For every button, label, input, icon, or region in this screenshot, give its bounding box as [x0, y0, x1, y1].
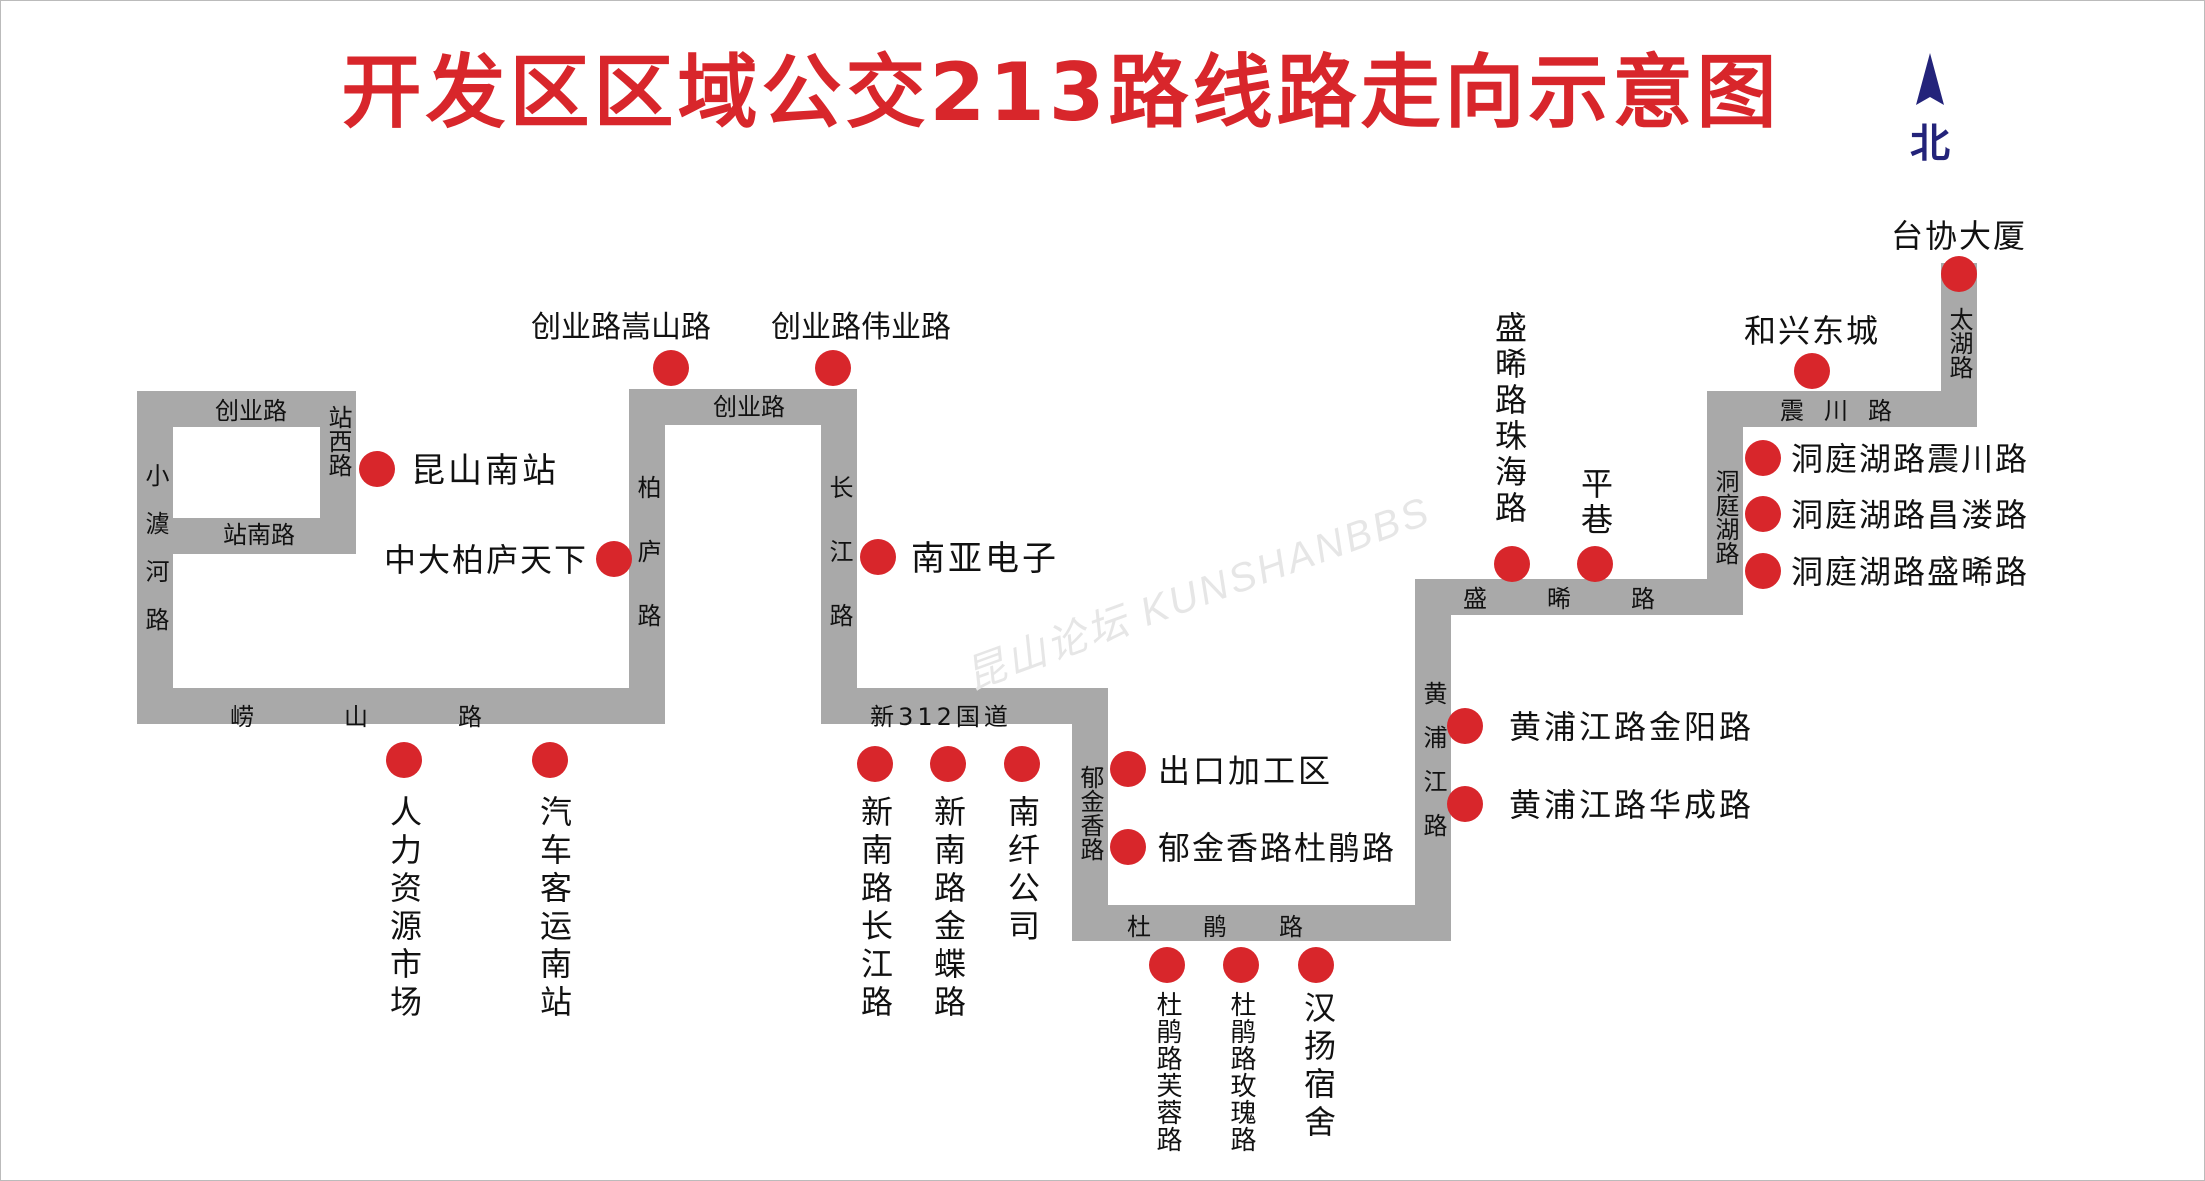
- stop-label-nanxian: 南纤公司: [1003, 795, 1041, 947]
- stop-dot-dongting-shengxi: [1745, 553, 1781, 589]
- stop-dot-hexing: [1794, 353, 1830, 389]
- stop-label-chukou: 出口加工区: [1158, 752, 1333, 790]
- stop-dot-zhongda: [596, 541, 632, 577]
- stop-label-hexing: 和兴东城: [1744, 312, 1880, 350]
- road-label-laoshan: 崂山路: [230, 703, 572, 731]
- stop-dot-shengxi-zhuhai: [1494, 546, 1530, 582]
- stop-label-nanya: 南亚电子: [911, 539, 1059, 579]
- stop-label-qiche: 汽车客运南站: [535, 795, 573, 1023]
- stop-label-dongting-changlou: 洞庭湖路昌溇路: [1791, 496, 2029, 534]
- road-main-route: [137, 263, 1977, 941]
- stop-dot-chukou: [1110, 751, 1146, 787]
- road-network: [137, 263, 1977, 941]
- stop-label-yujinxiang-dujuan: 郁金香路杜鹃路: [1158, 829, 1396, 867]
- stop-dot-dujuan-furong: [1149, 947, 1185, 983]
- stop-label-taixie: 台协大厦: [1891, 217, 2027, 255]
- stop-dot-renli: [386, 742, 422, 778]
- stop-dot-huangpu-jinyang: [1447, 708, 1483, 744]
- stop-dot-qiche: [532, 742, 568, 778]
- stop-label-huangpu-huacheng: 黄浦江路华成路: [1509, 786, 1754, 824]
- road-label-chuangye-east: 创业路: [713, 393, 785, 421]
- stop-label-dujuan-meigui: 杜鹃路玫瑰路: [1226, 991, 1256, 1153]
- stop-label-shengxi-zhuhai: 盛晞路珠海路: [1490, 311, 1528, 527]
- north-label: 北: [1910, 121, 1950, 167]
- stop-dot-dongting-changlou: [1745, 496, 1781, 532]
- road-label-xin312: 新312国道: [870, 703, 1012, 731]
- stop-dot-chuangye-weiye: [815, 350, 851, 386]
- stop-label-dongting-zhenchuan: 洞庭湖路震川路: [1791, 440, 2029, 478]
- stop-dot-pingxiang: [1577, 546, 1613, 582]
- stop-label-xinnan-jindie: 新南路金蝶路: [929, 795, 967, 1023]
- stop-label-huangpu-jinyang: 黄浦江路金阳路: [1509, 708, 1754, 746]
- stop-dot-hanyang: [1298, 947, 1334, 983]
- road-label-zhanxi: 站西路: [324, 405, 352, 477]
- road-label-taihu: 太湖路: [1945, 307, 1973, 379]
- stop-dot-taixie: [1941, 256, 1977, 292]
- road-label-shengxi: 盛晞路: [1463, 585, 1715, 613]
- stop-labels: 昆山南站 中大柏庐天下 创业路嵩山路 创业路伟业路 南亚电子 出口加工区 郁金香…: [384, 217, 2029, 1153]
- stop-dot-nanya: [860, 539, 896, 575]
- road-label-changjiang: 长江路: [825, 475, 853, 667]
- stop-label-chuangye-weiye: 创业路伟业路: [771, 310, 951, 345]
- stop-label-xinnan-changjiang: 新南路长江路: [856, 795, 894, 1023]
- stop-label-renli: 人力资源市场: [385, 795, 423, 1023]
- stop-label-zhongda: 中大柏庐天下: [384, 541, 588, 579]
- stop-label-kunshan-south: 昆山南站: [411, 451, 559, 491]
- stop-dot-xinnan-jindie: [930, 746, 966, 782]
- road-label-chuangye-west: 创业路: [215, 397, 287, 425]
- stop-dot-yujinxiang-dujuan: [1110, 829, 1146, 865]
- road-label-zhannan: 站南路: [223, 521, 295, 549]
- road-main-line: [137, 391, 356, 724]
- stop-dot-dujuan-meigui: [1223, 947, 1259, 983]
- road-labels: 创业路 站西路 站南路 小澞河路 崂山路 柏庐路 创业路 长江路 新312国道 …: [141, 307, 1973, 941]
- stop-dot-nanxian: [1004, 746, 1040, 782]
- stop-label-pingxiang: 平巷: [1576, 467, 1614, 539]
- stop-dot-dongting-zhenchuan: [1745, 440, 1781, 476]
- road-label-zhenchuan: 震川路: [1780, 397, 1912, 425]
- stop-dot-huangpu-huacheng: [1447, 786, 1483, 822]
- stop-markers: [359, 256, 1977, 983]
- stop-label-dujuan-furong: 杜鹃路芙蓉路: [1152, 991, 1182, 1153]
- road-label-bailu: 柏庐路: [633, 475, 661, 667]
- stop-label-hanyang: 汉扬宿舍: [1299, 991, 1337, 1143]
- road-label-dujuan: 杜鹃路: [1127, 913, 1355, 941]
- stop-label-chuangye-songshan: 创业路嵩山路: [531, 310, 711, 345]
- map-title: 开发区区域公交213路线路走向示意图: [341, 46, 1781, 139]
- road-label-yujinxiang: 郁金香路: [1076, 765, 1104, 861]
- road-label-huangpujiang: 黄浦江路: [1419, 681, 1447, 857]
- stop-dot-kunshan-south: [359, 451, 395, 487]
- road-label-xiaoyuhe: 小澞河路: [141, 463, 169, 655]
- stop-dot-xinnan-changjiang: [857, 746, 893, 782]
- stop-dot-chuangye-songshan: [653, 350, 689, 386]
- road-label-dongtinghu: 洞庭湖路: [1711, 469, 1739, 565]
- stop-label-dongting-shengxi: 洞庭湖路盛晞路: [1791, 553, 2029, 591]
- north-arrow-icon: [1916, 53, 1944, 105]
